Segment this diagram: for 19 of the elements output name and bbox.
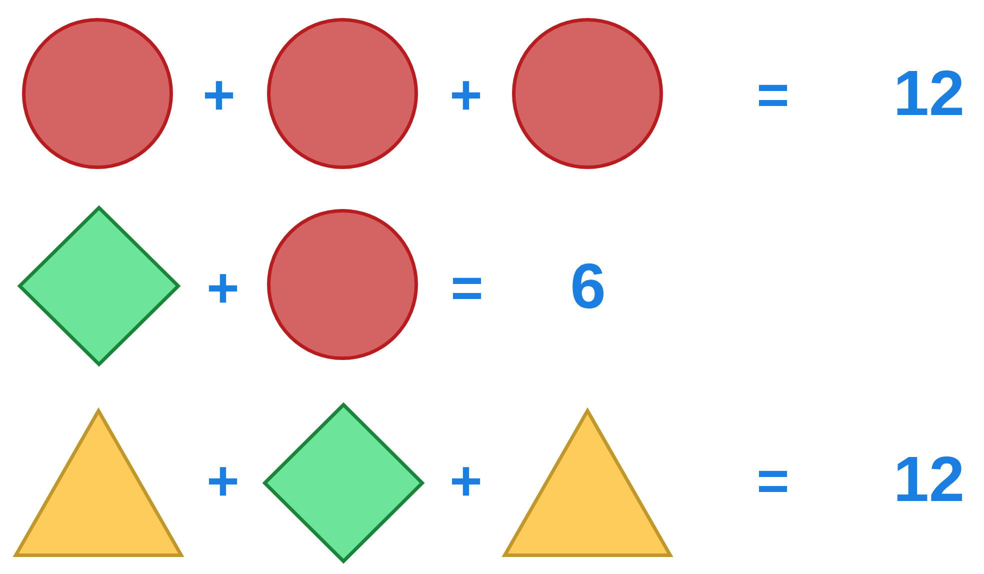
- circle-shape: [267, 18, 418, 169]
- diamond-shape: [262, 402, 425, 564]
- sum-value: 12: [893, 447, 965, 511]
- diamond-shape: [17, 205, 181, 367]
- circle-shape: [512, 18, 663, 169]
- sum-value: 12: [893, 61, 965, 125]
- plus-sign: +: [450, 67, 482, 123]
- plus-sign: +: [202, 67, 236, 123]
- plus-sign: +: [206, 260, 240, 316]
- circle-shape: [267, 209, 418, 360]
- plus-sign: +: [206, 453, 240, 509]
- triangle-shape: [13, 408, 184, 557]
- triangle-shape: [502, 408, 673, 557]
- sum-value: 6: [570, 254, 606, 318]
- equals-sign: =: [756, 67, 790, 123]
- equals-sign: =: [450, 260, 484, 316]
- plus-sign: +: [450, 453, 482, 509]
- equals-sign: =: [756, 453, 790, 509]
- circle-shape: [22, 18, 173, 169]
